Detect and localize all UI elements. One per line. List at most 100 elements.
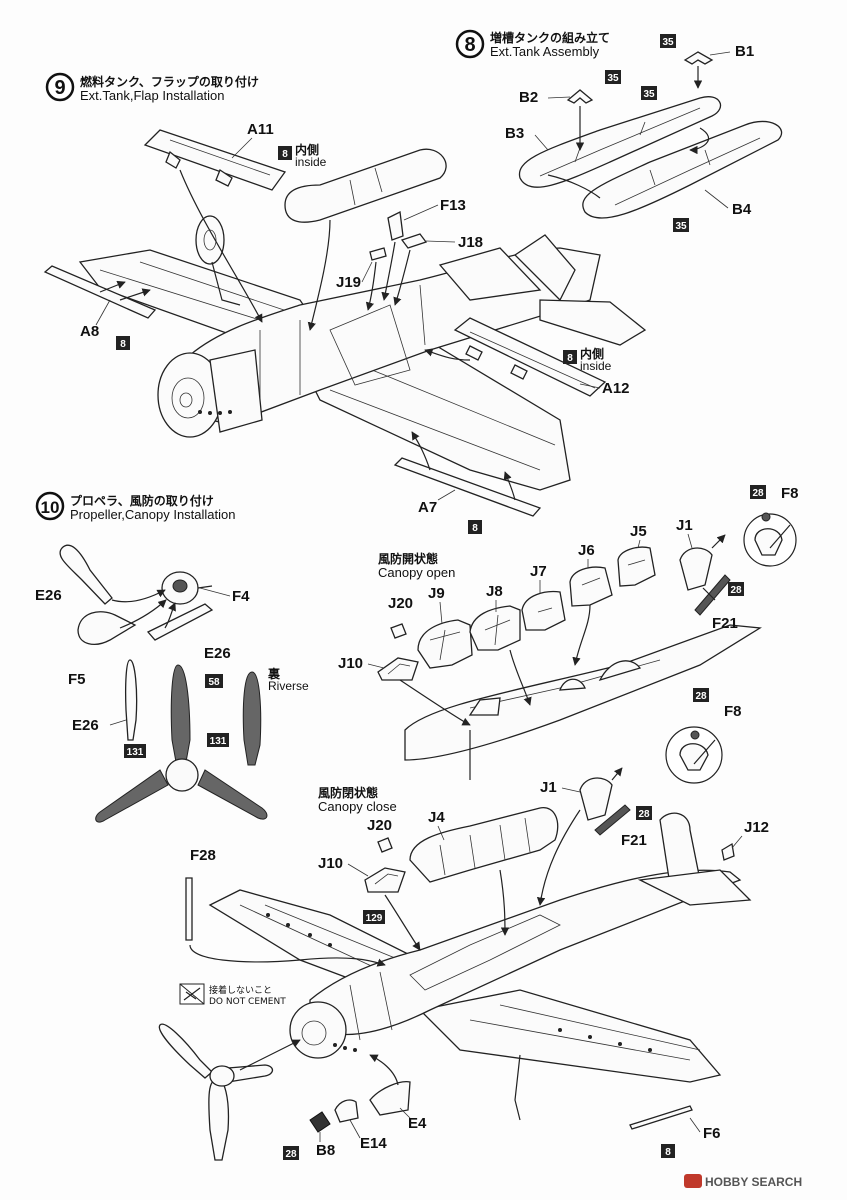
- svg-text:8: 8: [472, 523, 478, 534]
- canopy-close-jp: 風防閉状態: [318, 785, 378, 800]
- color-badge-8: 8: [661, 1144, 675, 1158]
- color-badge-8: 8: [468, 520, 482, 534]
- step-9-circle: [45, 72, 75, 102]
- fin-b2: [566, 89, 594, 151]
- part-f6-shape: [629, 1105, 693, 1130]
- part-f28-shape: [185, 877, 386, 967]
- svg-text:8: 8: [282, 149, 288, 160]
- svg-text:28: 28: [730, 585, 742, 596]
- propeller-blade-reverse: [242, 671, 262, 766]
- gun-f21-open: [694, 574, 731, 616]
- color-badge-28: 28: [636, 806, 652, 820]
- canopy-open-en: Canopy open: [378, 565, 455, 580]
- aircraft-underside-step9: [78, 215, 647, 491]
- svg-text:131: 131: [127, 747, 144, 758]
- color-badge-131: 131: [207, 733, 229, 747]
- svg-text:28: 28: [752, 488, 764, 499]
- color-badge-8: 8: [278, 146, 292, 160]
- flap-a11: [143, 129, 287, 323]
- part-b4: B4: [732, 201, 752, 218]
- part-f21-open: F21: [712, 615, 738, 632]
- part-j10-close: J10: [318, 855, 343, 872]
- color-badge-58: 58: [205, 674, 223, 688]
- part-j6: J6: [578, 542, 595, 559]
- step-9-title-en: Ext.Tank,Flap Installation: [80, 88, 225, 103]
- part-j7: J7: [530, 563, 547, 580]
- step-9: 9 燃料タンク、フラップの取り付け Ext.Tank,Flap Installa…: [43, 72, 647, 534]
- propeller-on-aircraft: [158, 1023, 301, 1161]
- color-badge-28: 28: [750, 485, 766, 499]
- propeller-blade-e26: [59, 544, 113, 605]
- no-cement-icon: [179, 983, 205, 1005]
- part-j8: J8: [486, 583, 503, 600]
- flap-a12: [424, 317, 607, 397]
- color-badge-28: 28: [283, 1146, 299, 1160]
- part-a12: A12: [602, 380, 630, 397]
- color-badge-35: 35: [605, 70, 621, 84]
- color-badge-8: 8: [563, 350, 577, 364]
- color-badge-8: 8: [116, 336, 130, 350]
- part-e14-shape: [334, 1099, 359, 1123]
- no-cement-en: DO NOT CEMENT: [209, 997, 286, 1007]
- part-a11: A11: [247, 121, 274, 138]
- svg-text:8: 8: [120, 339, 126, 350]
- part-j19: J19: [336, 274, 361, 291]
- step-8-title-jp: 増槽タンクの組み立て: [490, 30, 610, 45]
- reverse-label-jp: 裏: [267, 666, 281, 681]
- canopy-open-jp: 風防開状態: [378, 551, 438, 566]
- propeller-blade-side: [124, 659, 138, 741]
- part-f6: F6: [703, 1125, 721, 1142]
- ext-tank-half-b4: [582, 120, 783, 219]
- inside-label-jp-1: 内側: [295, 142, 319, 157]
- part-j20-open: [390, 623, 407, 639]
- svg-text:HOBBY SEARCH: HOBBY SEARCH: [705, 1175, 802, 1189]
- watermark-logo: HOBBY SEARCH: [684, 1174, 802, 1189]
- canopy-close-en: Canopy close: [318, 799, 397, 814]
- svg-text:35: 35: [662, 37, 674, 48]
- step-8-circle: [455, 29, 485, 59]
- ext-tank-half-b3: [518, 96, 722, 188]
- part-f13: F13: [440, 197, 466, 214]
- part-f8-1: F8: [781, 485, 799, 502]
- canopy-j9: [417, 619, 473, 669]
- flap-a7: [393, 431, 542, 517]
- color-badge-35: 35: [660, 34, 676, 48]
- svg-text:35: 35: [675, 221, 687, 232]
- part-b2: B2: [519, 89, 538, 106]
- step-10-title-en: Propeller,Canopy Installation: [70, 507, 236, 522]
- detail-circle-f8-1: [743, 512, 797, 567]
- step-9-title-jp: 燃料タンク、フラップの取り付け: [80, 74, 259, 89]
- drop-tank: [284, 148, 447, 331]
- propeller-hub-f4: [161, 571, 213, 605]
- part-e26-1: E26: [35, 587, 62, 604]
- part-b1: B1: [735, 43, 754, 60]
- svg-text:131: 131: [210, 736, 227, 747]
- color-badge-28: 28: [693, 688, 709, 702]
- svg-text:8: 8: [665, 1147, 671, 1158]
- part-j19-shape: [365, 247, 387, 311]
- part-e4-shape: [369, 1081, 411, 1116]
- gun-f21-close: [594, 804, 631, 836]
- part-f4: F4: [232, 588, 250, 605]
- windshield-j10-close: [364, 867, 406, 893]
- part-e26-2: E26: [204, 645, 231, 662]
- part-e14: E14: [360, 1135, 387, 1152]
- inside-label-en-2: inside: [580, 359, 612, 373]
- part-j20-open: J20: [388, 595, 413, 612]
- part-j1-close: J1: [540, 779, 557, 796]
- reverse-label-en: Riverse: [268, 679, 309, 693]
- canopy-j5: [617, 546, 656, 587]
- part-j9: J9: [428, 585, 445, 602]
- step-8-title-en: Ext.Tank Assembly: [490, 44, 600, 59]
- detail-circle-f8-2: [665, 726, 723, 784]
- step-10-number: 10: [41, 498, 60, 517]
- part-j12: J12: [744, 819, 769, 836]
- part-j10-open: J10: [338, 655, 363, 672]
- part-j4: J4: [428, 809, 445, 826]
- step-10-title-jp: プロペラ、風防の取り付け: [70, 493, 214, 508]
- step-10: 10 プロペラ、風防の取り付け Propeller,Canopy Install…: [35, 485, 799, 1161]
- propeller-assembled: [95, 664, 268, 823]
- part-e4: E4: [408, 1115, 427, 1132]
